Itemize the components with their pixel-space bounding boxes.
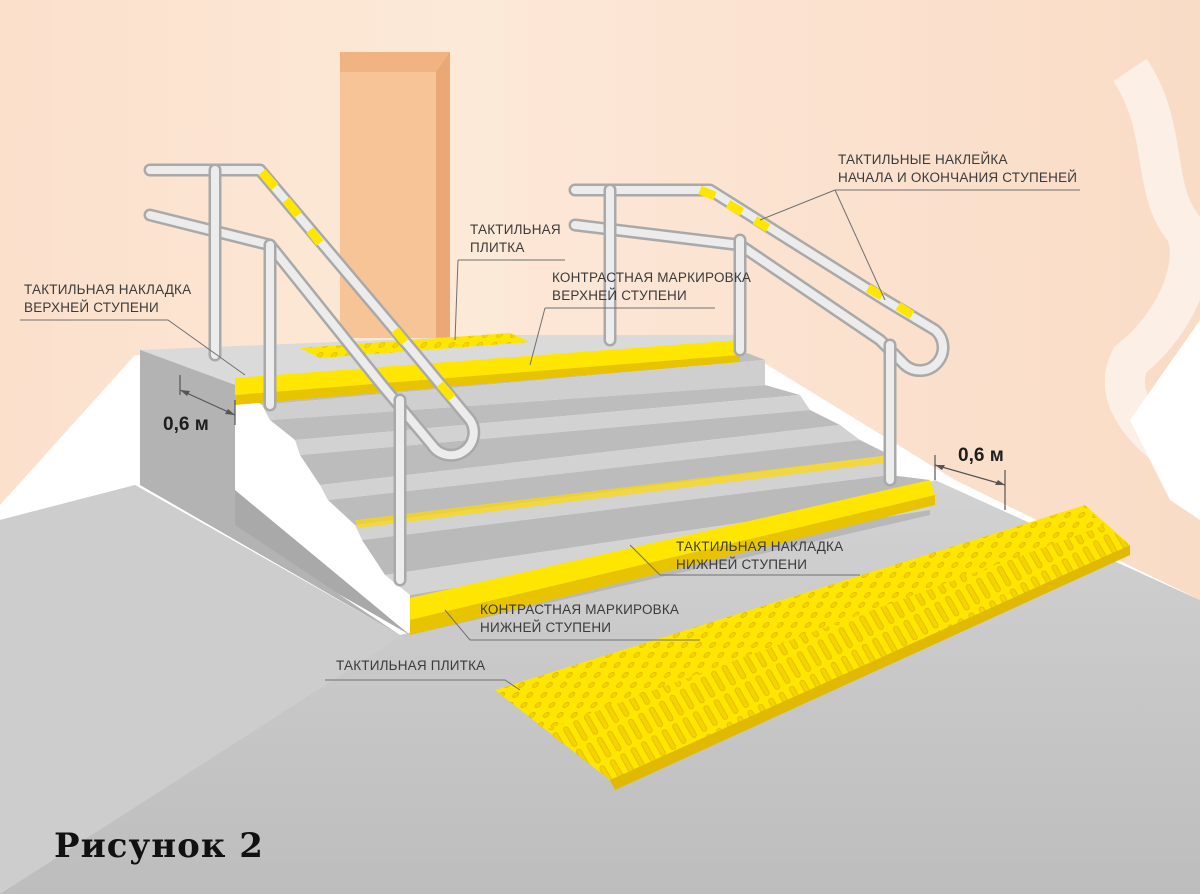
leader-lines xyxy=(20,189,1080,691)
label-contrast-bottom-line2: НИЖНЕЙ СТУПЕНИ xyxy=(480,620,611,635)
label-tactile-tile-top-line1: ТАКТИЛЬНАЯ xyxy=(470,222,561,237)
label-tactile-tile-bottom: ТАКТИЛЬНАЯ ПЛИТКА xyxy=(336,658,485,673)
figure-caption: Рисунок 2 xyxy=(54,826,264,866)
labels: ТАКТИЛЬНЫЕ НАКЛЕЙКА НАЧАЛА И ОКОНЧАНИЯ С… xyxy=(24,152,1077,673)
dimension-right-label: 0,6 м xyxy=(958,445,1004,466)
label-overlay-bottom-line1: ТАКТИЛЬНАЯ НАКЛАДКА xyxy=(676,539,843,554)
handrail-left xyxy=(143,163,481,587)
label-overlay-top-line1: ТАКТИЛЬНАЯ НАКЛАДКА xyxy=(24,282,191,297)
dimension-left xyxy=(179,375,236,425)
label-tactile-stickers-line2: НАЧАЛА И ОКОНЧАНИЯ СТУПЕНЕЙ xyxy=(838,170,1077,185)
dimension-right xyxy=(934,455,1006,510)
label-contrast-top-line2: ВЕРХНЕЙ СТУПЕНИ xyxy=(552,288,687,303)
label-contrast-top-line1: КОНТРАСТНАЯ МАРКИРОВКА xyxy=(552,270,751,285)
handrail-right xyxy=(568,183,950,487)
label-tactile-stickers-line1: ТАКТИЛЬНЫЕ НАКЛЕЙКА xyxy=(838,152,1008,167)
contrast-markings xyxy=(235,340,935,635)
label-contrast-bottom-line1: КОНТРАСТНАЯ МАРКИРОВКА xyxy=(480,602,679,617)
door xyxy=(340,52,450,338)
label-tactile-tile-top-line2: ПЛИТКА xyxy=(470,240,525,255)
tactile-tile-floor xyxy=(495,505,1130,790)
dimension-left-label: 0,6 м xyxy=(163,414,209,435)
label-overlay-bottom-line2: НИЖНЕЙ СТУПЕНИ xyxy=(676,557,807,572)
label-overlay-top-line2: ВЕРХНЕЙ СТУПЕНИ xyxy=(24,300,159,315)
